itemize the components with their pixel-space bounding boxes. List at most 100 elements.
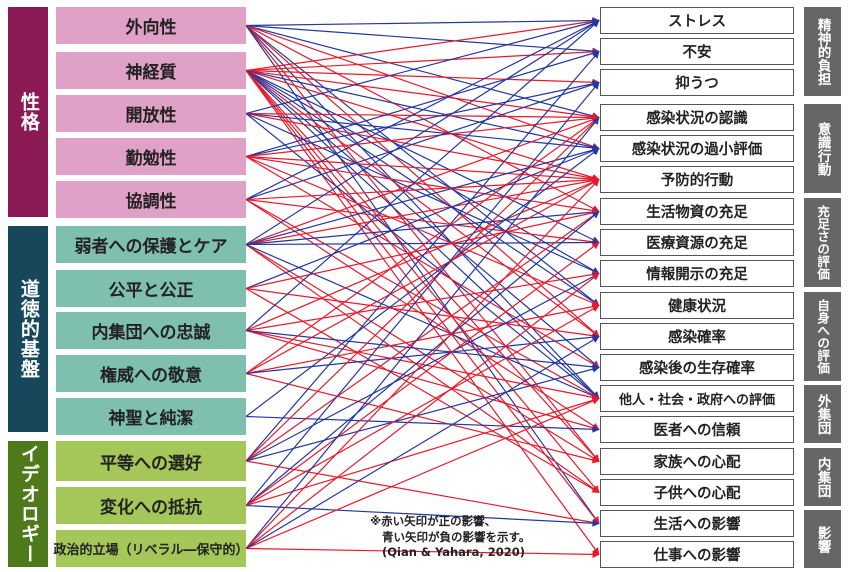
positive-arrow <box>245 69 600 182</box>
negative-arrow <box>245 25 600 525</box>
factor-political-orientation: 政治的立場（リベラル―保守的） <box>54 530 249 567</box>
positive-arrow <box>245 114 600 158</box>
positive-arrow <box>245 69 600 86</box>
negative-arrow <box>245 16 600 27</box>
negative-arrow <box>245 49 600 158</box>
positive-arrow <box>245 211 600 462</box>
positive-arrow <box>245 112 600 122</box>
positive-arrow <box>245 70 600 337</box>
negative-arrow <box>245 81 600 506</box>
negative-arrow <box>245 112 600 152</box>
positive-arrow <box>245 70 600 494</box>
negative-arrow <box>245 333 600 375</box>
outcome-trust-in-doctors: 医者への信頼 <box>600 416 794 443</box>
legend-note: ※赤い矢印が正の影響、 青い矢印が負の影響を示す。 (Qian & Yahara… <box>370 514 600 561</box>
outcome-impact-on-work: 仕事への影響 <box>600 541 794 568</box>
factor-fairness: 公平と公正 <box>56 270 246 307</box>
outcome-survival-probability: 感染後の生存確率 <box>600 354 794 381</box>
negative-arrow <box>245 19 600 201</box>
outcome-stress: ストレス <box>600 7 794 34</box>
positive-arrow <box>245 17 600 72</box>
positive-arrow <box>245 155 600 369</box>
group-label-ideology: イデオロギー <box>8 441 48 567</box>
negative-arrow <box>245 335 600 550</box>
outcome-information-disclosure-sufficiency: 情報開示の充足 <box>600 260 794 287</box>
positive-arrow <box>245 287 600 494</box>
factor-care: 弱者への保護とケア <box>56 226 246 263</box>
negative-arrow <box>245 116 600 549</box>
negative-arrow <box>245 146 600 246</box>
negative-arrow <box>245 80 600 158</box>
positive-arrow <box>245 176 600 201</box>
negative-arrow <box>245 20 600 331</box>
positive-arrow <box>245 178 600 375</box>
positive-arrow <box>245 209 600 290</box>
positive-arrow <box>245 155 600 183</box>
negative-arrow <box>245 243 600 400</box>
negative-arrow <box>245 24 600 55</box>
positive-arrow <box>245 242 600 506</box>
negative-arrow <box>245 238 600 247</box>
category-awareness-behavior: 意識行動 <box>804 104 841 193</box>
positive-arrow <box>245 69 600 121</box>
positive-arrow <box>245 24 600 213</box>
outcome-depression: 抑うつ <box>600 69 794 96</box>
factor-neuroticism: 神経質 <box>56 52 246 89</box>
factor-conscientiousness: 勤勉性 <box>56 138 246 175</box>
category-impact: 影響 <box>804 510 841 568</box>
negative-arrow <box>245 147 600 290</box>
positive-arrow <box>245 177 600 246</box>
factor-extraversion: 外向性 <box>56 7 246 44</box>
factor-openness: 開放性 <box>56 95 246 132</box>
group-label-text: 性格 <box>17 92 40 132</box>
positive-arrow <box>245 270 600 332</box>
positive-arrow <box>245 243 600 463</box>
outcome-worry-about-family: 家族への心配 <box>600 448 794 475</box>
negative-arrow <box>245 211 600 506</box>
outcome-health-status: 健康状況 <box>600 292 794 319</box>
positive-arrow <box>245 155 600 215</box>
positive-arrow <box>245 116 600 246</box>
factor-sanctity: 神聖と純潔 <box>56 398 246 435</box>
outcome-evaluation-of-others: 他人・社会・政府への評価 <box>600 385 794 412</box>
factor-loyalty: 内集団への忠誠 <box>56 312 246 349</box>
factor-agreeableness: 協調性 <box>56 181 246 218</box>
category-sufficiency-evaluation: 充足さの評価 <box>804 198 841 287</box>
negative-arrow <box>245 329 600 371</box>
category-ingroup: 内集団 <box>804 448 841 506</box>
outcome-preventive-behavior: 予防的行動 <box>600 166 794 193</box>
outcome-medical-resources-sufficiency: 医療資源の充足 <box>600 229 794 256</box>
positive-arrow <box>245 155 600 307</box>
negative-arrow <box>245 70 600 399</box>
positive-arrow <box>245 70 600 525</box>
group-label-text: 道徳的基盤 <box>17 279 40 379</box>
positive-arrow <box>245 397 600 550</box>
outcome-situation-awareness: 感染状況の認識 <box>600 104 794 131</box>
positive-arrow <box>245 117 600 374</box>
group-label-personality: 性格 <box>8 7 48 217</box>
negative-arrow <box>245 148 600 417</box>
group-label-text: イデオロギー <box>17 444 40 564</box>
positive-arrow <box>245 48 600 72</box>
negative-arrow <box>245 18 600 115</box>
group-label-moral-foundations: 道徳的基盤 <box>8 226 48 432</box>
positive-arrow <box>245 116 600 462</box>
negative-arrow <box>245 112 600 275</box>
factor-resistance-to-change: 変化への抵抗 <box>56 487 246 524</box>
positive-arrow <box>245 372 600 464</box>
outcome-impact-on-life: 生活への影響 <box>600 510 794 537</box>
category-mental-burden: 精神的負担 <box>804 7 841 96</box>
outcome-worry-about-children: 子供への心配 <box>600 479 794 506</box>
factor-authority: 権威への敬意 <box>56 355 246 392</box>
positive-arrow <box>245 112 600 182</box>
positive-arrow <box>245 287 600 340</box>
negative-arrow <box>245 70 600 306</box>
positive-arrow <box>245 178 600 332</box>
negative-arrow <box>245 50 600 462</box>
positive-arrow <box>245 198 600 431</box>
negative-arrow <box>245 415 600 433</box>
outcome-infection-probability: 感染確率 <box>600 323 794 350</box>
positive-arrow <box>245 198 600 400</box>
